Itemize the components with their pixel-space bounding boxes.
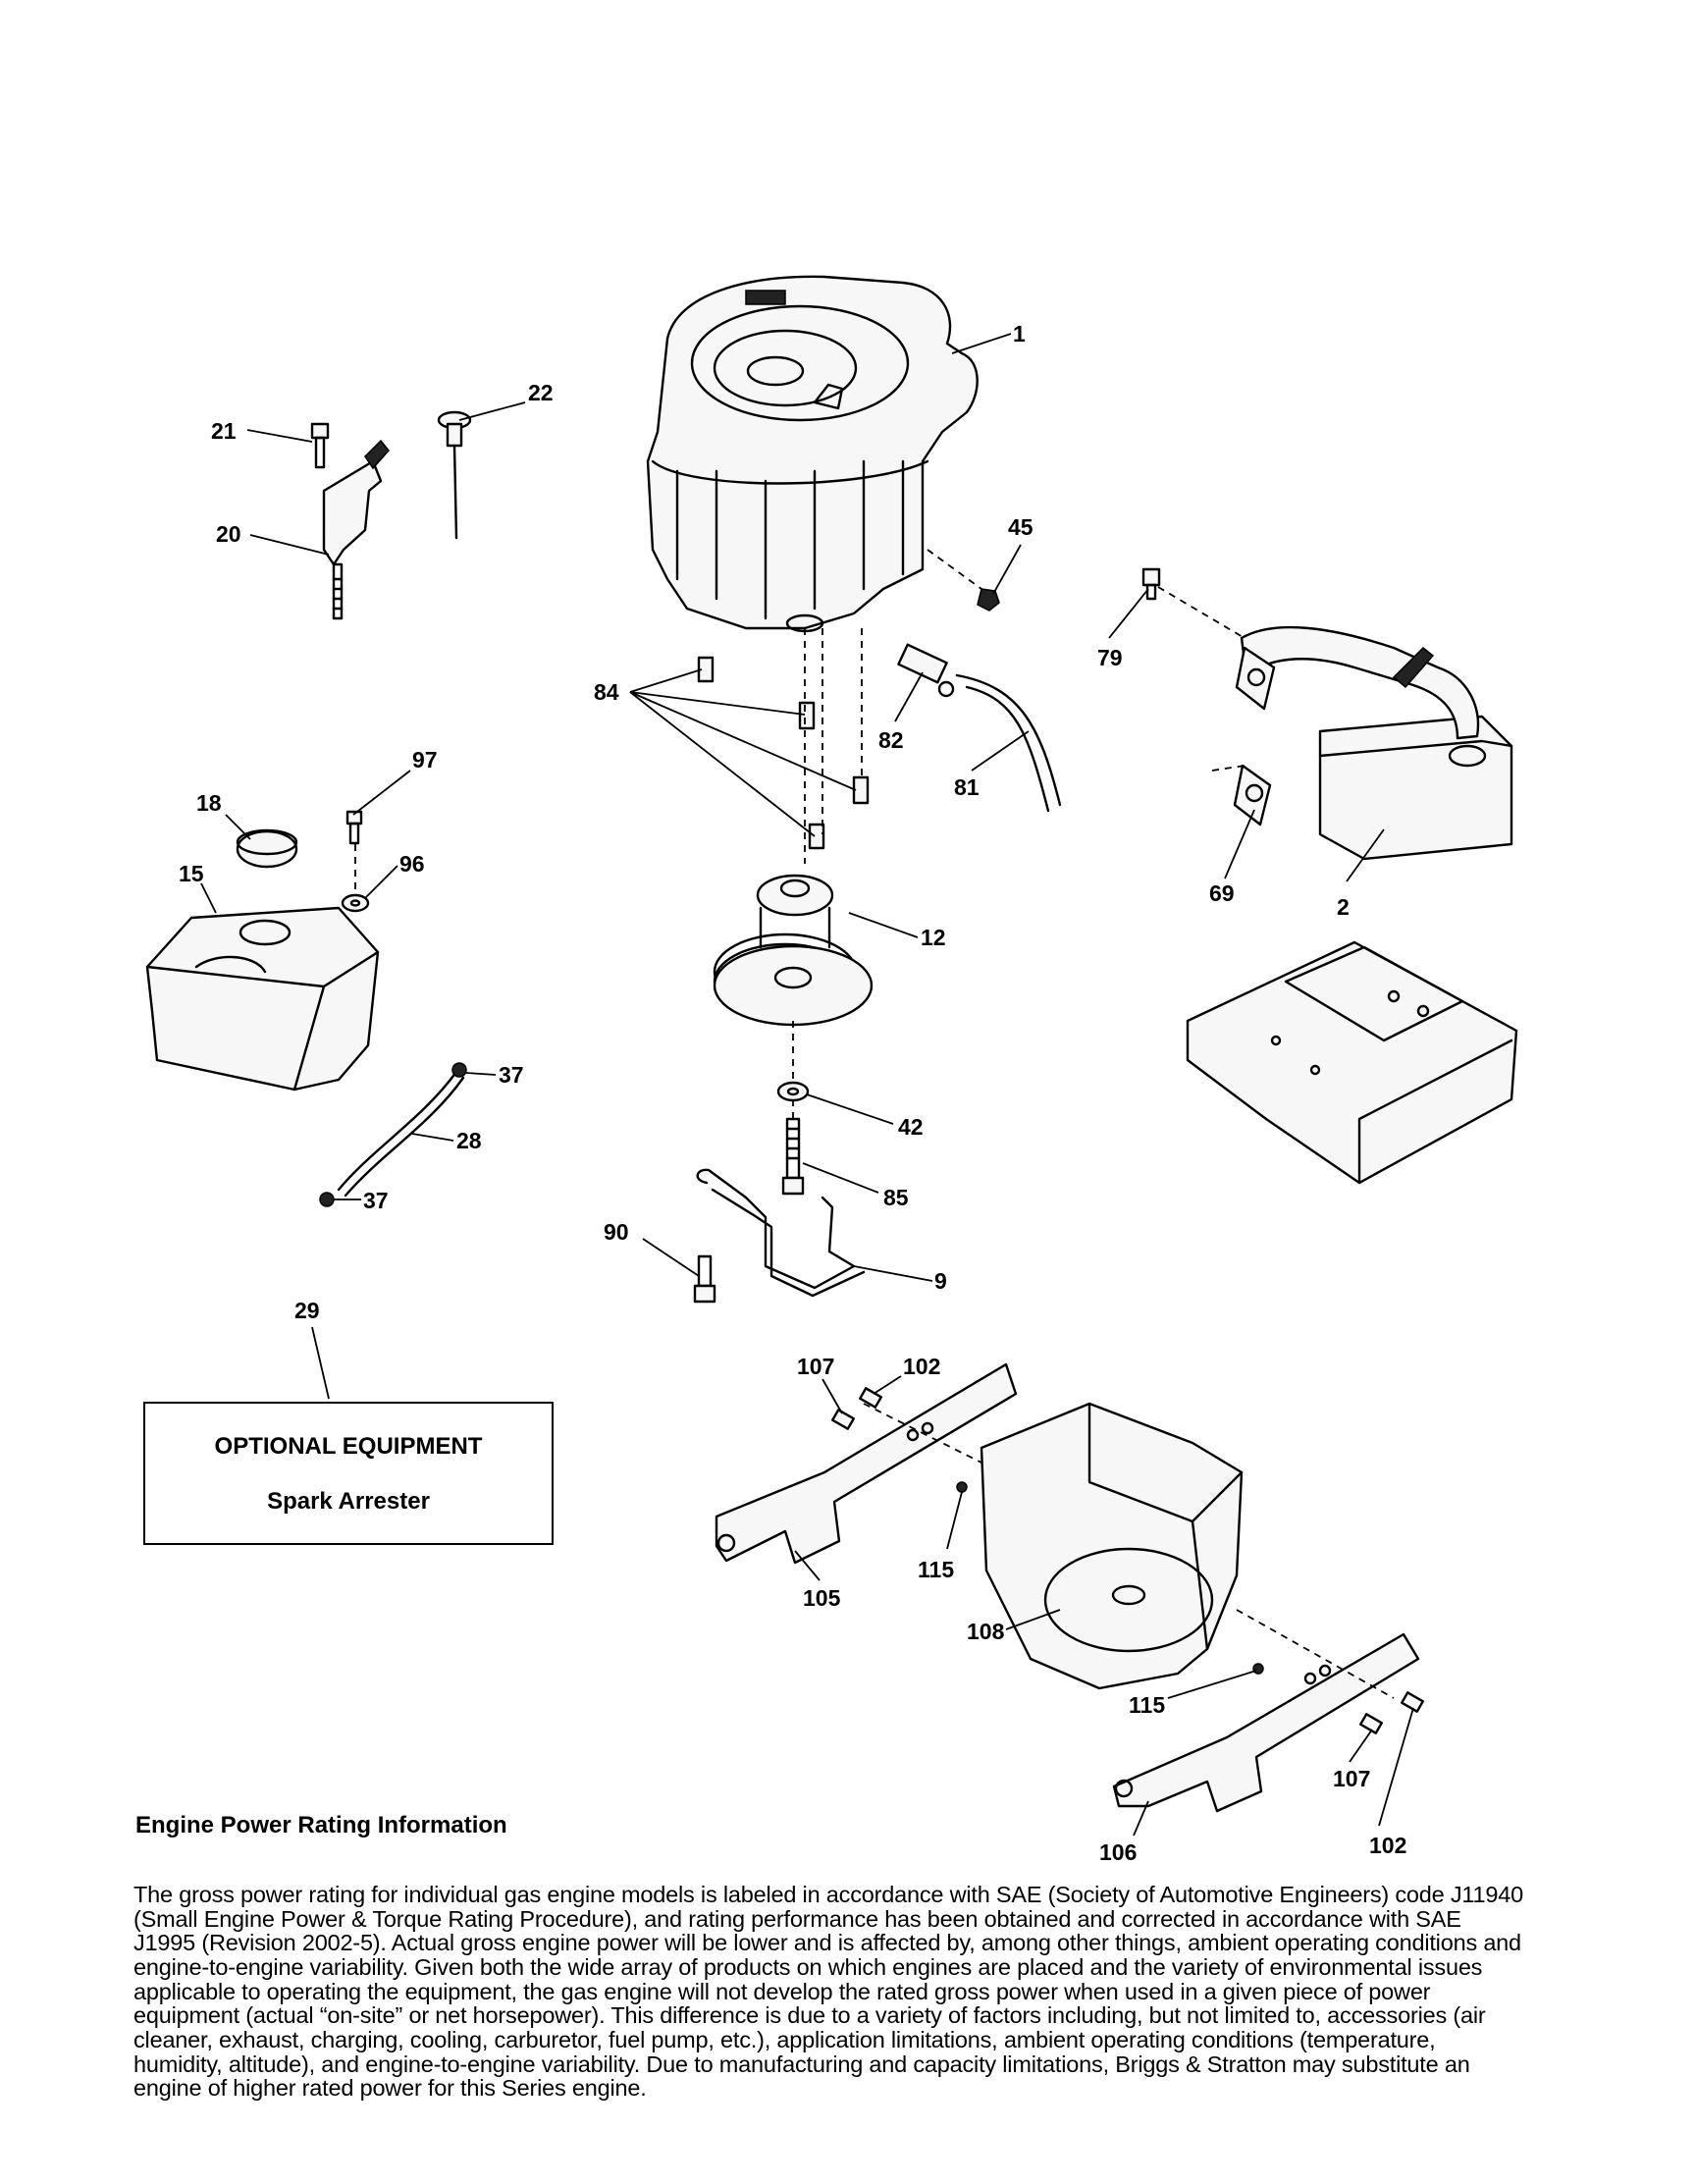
callout-1: 1: [1013, 321, 1026, 346]
callout-105: 105: [803, 1585, 841, 1611]
callout-107-upper: 107: [797, 1354, 834, 1379]
throttle-control-part-20: [322, 439, 390, 620]
callout-labels: 1 22 21 20 45 79 84 82 81 97 18 96 15 69…: [179, 321, 1406, 1865]
callout-15: 15: [179, 861, 204, 886]
callout-84: 84: [594, 679, 619, 705]
optional-equipment-item: Spark Arrester: [267, 1488, 430, 1515]
fuel-line-part-28: [337, 1070, 465, 1198]
bolts-part-107-102: [831, 1387, 1424, 1734]
nut-part-45: [977, 588, 1000, 612]
callout-82: 82: [878, 727, 904, 753]
engine-power-heading: Engine Power Rating Information: [135, 1812, 507, 1838]
bolt-part-21: [310, 422, 330, 469]
optional-equipment-box: OPTIONAL EQUIPMENT Spark Arrester: [143, 1402, 554, 1545]
washer-part-42: [776, 1081, 810, 1102]
callout-22: 22: [528, 380, 554, 405]
callout-115-upper: 115: [918, 1557, 954, 1582]
bolt-part-90: [693, 1254, 716, 1304]
callout-108: 108: [967, 1619, 1005, 1644]
callout-79: 79: [1097, 645, 1123, 670]
gasket-part-69: [1233, 646, 1276, 826]
screw-part-97: [345, 810, 363, 845]
callout-96: 96: [399, 851, 425, 877]
callout-81: 81: [954, 774, 980, 800]
optional-equipment-title: OPTIONAL EQUIPMENT: [214, 1433, 483, 1460]
callout-37-upper: 37: [499, 1062, 524, 1088]
callout-97: 97: [412, 747, 438, 772]
fuel-cap-part-18: [236, 828, 298, 869]
callout-9: 9: [934, 1268, 947, 1294]
fuel-hose-part-81: [955, 673, 1062, 813]
callout-102-upper: 102: [903, 1354, 940, 1379]
bolts-part-84: [697, 656, 870, 850]
heat-shield-part-105: [715, 1362, 1018, 1565]
callout-69: 69: [1209, 880, 1235, 906]
engine-mount-plate: [1186, 940, 1518, 1185]
callout-115-lower: 115: [1129, 1692, 1165, 1718]
callout-85: 85: [883, 1185, 909, 1210]
engine-part-1: [646, 275, 979, 633]
bracket-part-9: [696, 1168, 866, 1298]
assembly-lines: [354, 549, 1395, 1699]
blower-housing-part-108: [980, 1402, 1244, 1690]
callout-37-lower: 37: [363, 1188, 389, 1213]
callout-90: 90: [604, 1219, 629, 1245]
fuel-tank-part-15: [145, 906, 380, 1092]
callout-12: 12: [921, 925, 946, 950]
callout-20: 20: [216, 521, 241, 547]
callout-29: 29: [294, 1298, 320, 1323]
callout-21: 21: [211, 418, 237, 444]
callout-28: 28: [456, 1128, 482, 1153]
washer-part-96: [341, 893, 370, 913]
engine-power-paragraph: The gross power rating for individual ga…: [133, 1882, 1524, 2102]
callout-2: 2: [1337, 894, 1350, 920]
muffler-part-2: [1240, 625, 1513, 861]
callout-106: 106: [1099, 1839, 1137, 1865]
dipstick-part-22: [437, 410, 472, 540]
heat-shield-part-106: [1112, 1632, 1420, 1813]
engine-pulley-part-12: [713, 874, 874, 1027]
fuel-fitting-part-82: [897, 643, 955, 698]
callout-42: 42: [898, 1114, 924, 1140]
callout-18: 18: [196, 790, 222, 816]
callout-107-lower: 107: [1333, 1766, 1370, 1791]
bolt-part-85: [781, 1117, 805, 1196]
bolt-part-79: [1141, 567, 1161, 601]
leader-lines: [200, 333, 1414, 1837]
callout-45: 45: [1008, 514, 1034, 540]
callout-102-lower: 102: [1369, 1833, 1406, 1858]
